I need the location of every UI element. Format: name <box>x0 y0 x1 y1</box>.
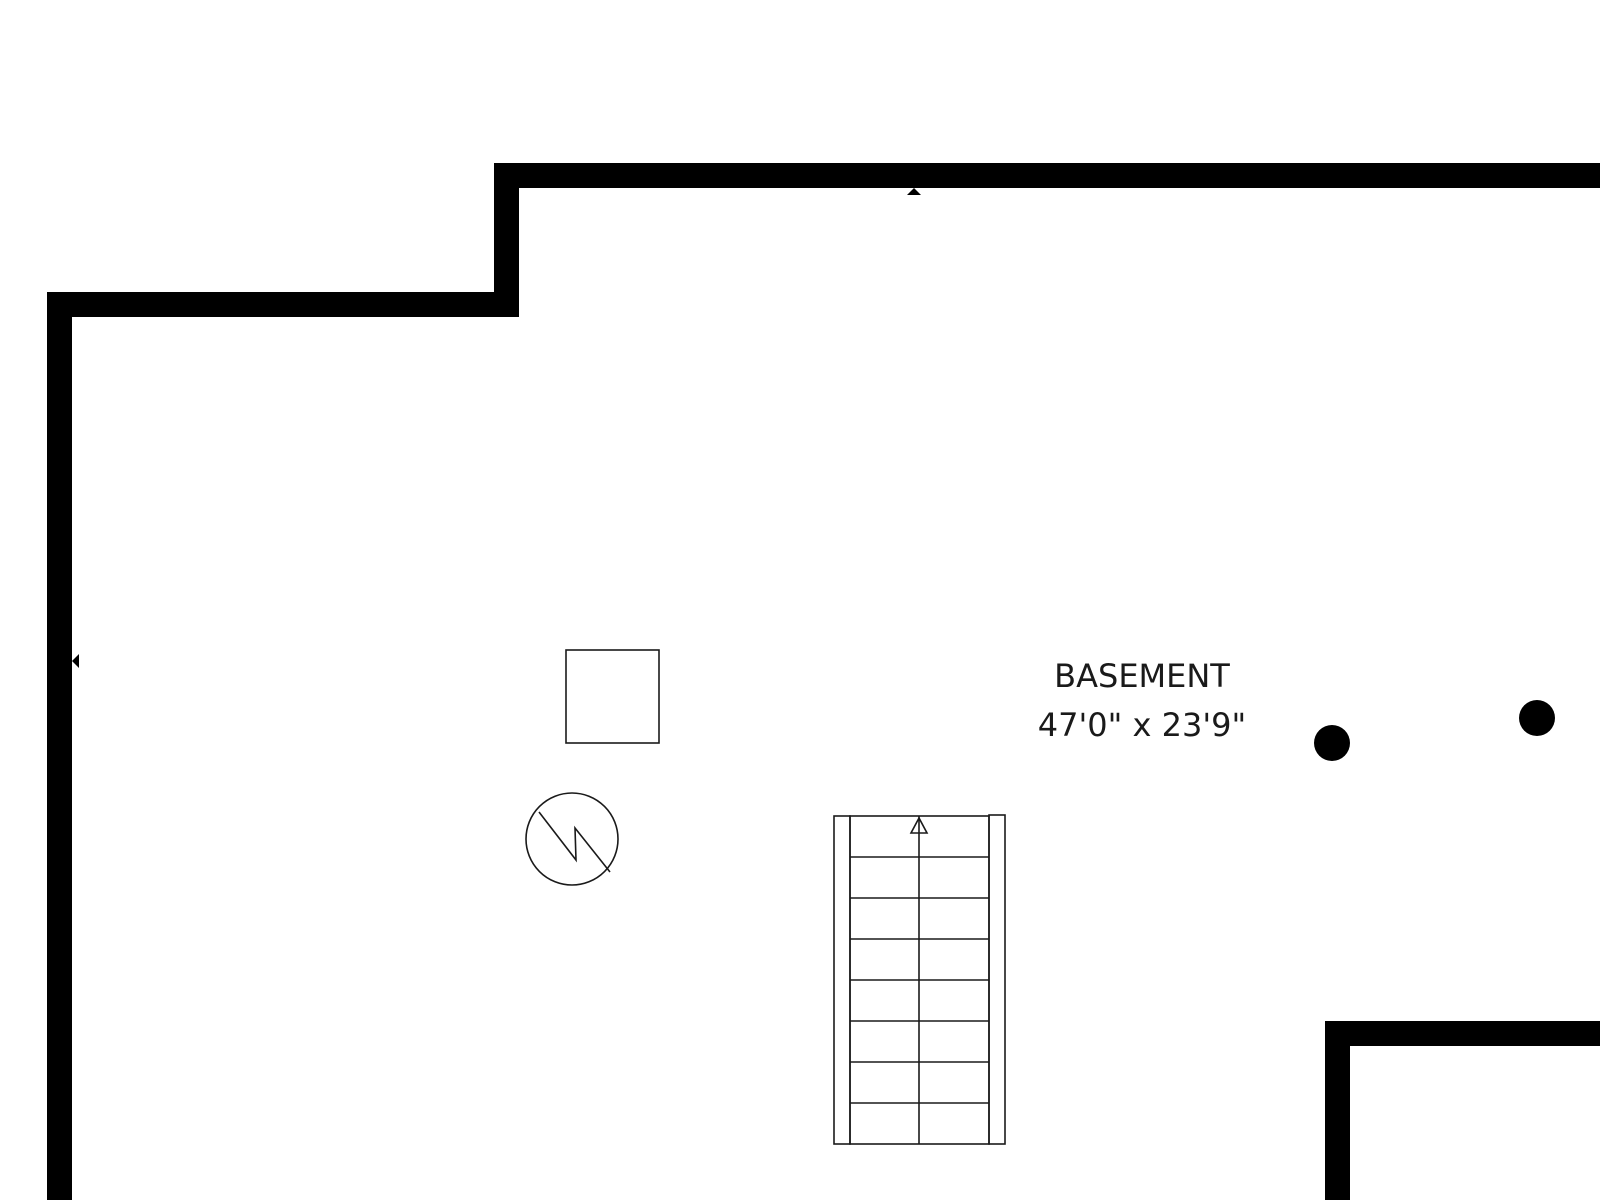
wall-marker-icon <box>907 188 921 195</box>
support-column-icon <box>1519 700 1555 736</box>
stairs <box>833 814 1006 1145</box>
stairs-up-arrow-icon <box>909 816 929 834</box>
wall-bottom-right-horizontal <box>1325 1021 1600 1046</box>
wall-step-horizontal <box>47 292 519 317</box>
wall-left <box>47 292 72 1200</box>
room-name: BASEMENT <box>1054 657 1230 695</box>
wall-marker-icon <box>72 654 79 668</box>
wall-bottom-right-vertical <box>1325 1021 1350 1200</box>
support-column-icon <box>1314 725 1350 761</box>
stair-rail-right <box>988 814 1006 1145</box>
wall-step-vertical <box>494 163 519 317</box>
room-dimensions: 47'0" x 23'9" <box>1038 706 1246 744</box>
water-heater-icon <box>525 792 619 886</box>
stair-rail-left <box>833 815 851 1145</box>
wall-top <box>494 163 1600 188</box>
walls <box>47 163 1600 1200</box>
utility-box-icon <box>565 649 660 744</box>
